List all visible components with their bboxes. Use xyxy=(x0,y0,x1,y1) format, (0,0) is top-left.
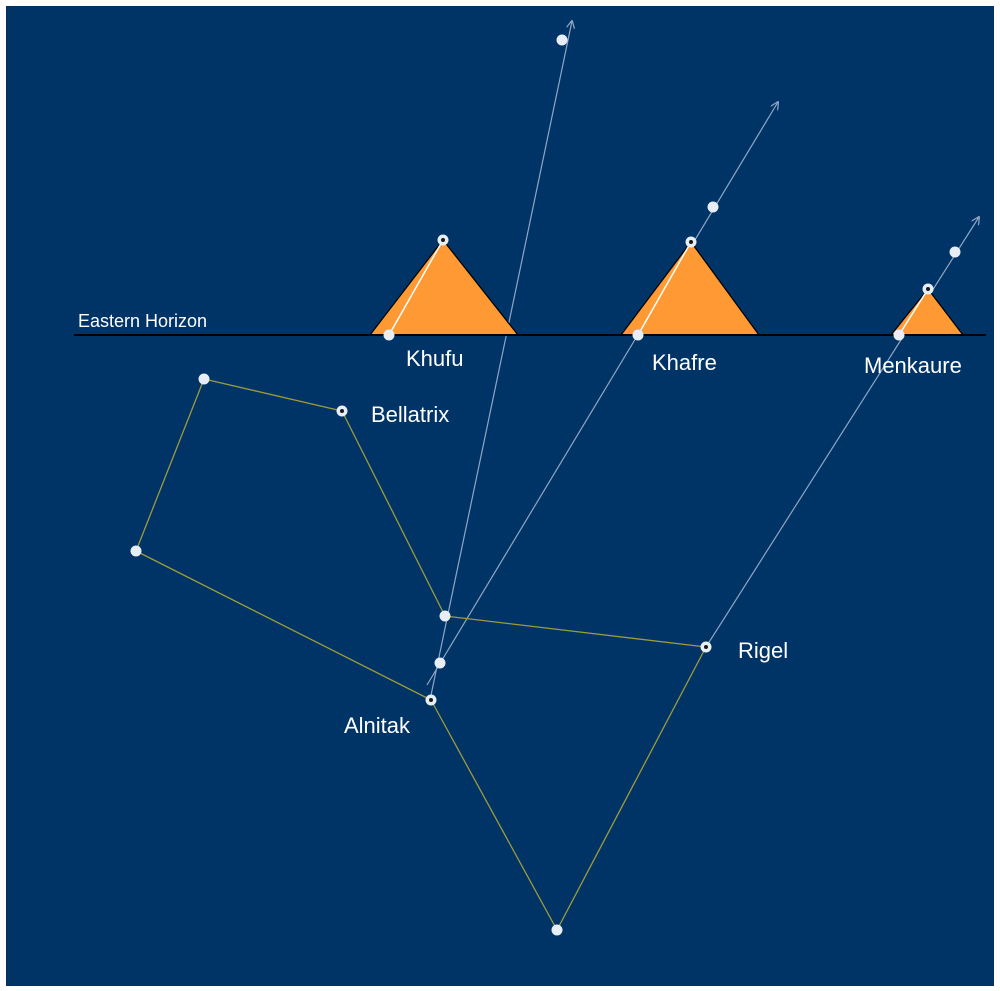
star-bellatrix xyxy=(336,405,348,417)
ringed-star-khufu-apex xyxy=(437,234,449,246)
star xyxy=(632,329,644,341)
star xyxy=(383,329,395,341)
ringed-star-khafre-apex xyxy=(685,236,697,248)
diagram-svg: Eastern Horizon Khufu Khafre Menkaure Be… xyxy=(6,6,994,986)
star xyxy=(439,610,451,622)
orion-constellation xyxy=(135,378,707,931)
star xyxy=(707,201,719,213)
constellation-line xyxy=(444,615,707,648)
pyramid-label-menkaure: Menkaure xyxy=(864,353,962,378)
sight-segment-menkaure xyxy=(898,288,929,336)
pyramid-label-khafre: Khafre xyxy=(652,350,717,375)
sight-line-rigel-menkaure xyxy=(705,217,979,648)
constellation-line xyxy=(135,550,432,701)
horizon-label: Eastern Horizon xyxy=(78,311,207,331)
star-label-rigel: Rigel xyxy=(738,638,788,663)
star xyxy=(949,246,961,258)
constellation-line xyxy=(135,378,205,552)
constellation-line xyxy=(430,699,558,931)
sight-line-alnitak-khufu xyxy=(429,21,572,701)
constellation-line xyxy=(556,646,707,931)
diagram-canvas: Eastern Horizon Khufu Khafre Menkaure Be… xyxy=(6,6,994,986)
star xyxy=(551,924,563,936)
constellation-line xyxy=(203,378,343,412)
pyramid-label-khufu: Khufu xyxy=(406,346,464,371)
sky-background xyxy=(6,6,994,986)
sight-line-mintaka-khafre xyxy=(426,102,778,686)
star xyxy=(130,545,142,557)
star-rigel xyxy=(700,641,712,653)
star xyxy=(556,34,568,46)
ringed-star-menkaure-apex xyxy=(922,283,934,295)
star-label-bellatrix: Bellatrix xyxy=(371,402,449,427)
star-alnitak xyxy=(425,694,437,706)
sight-segment-khufu xyxy=(388,239,444,336)
sight-segment-khafre xyxy=(637,241,692,336)
star xyxy=(893,329,905,341)
star-label-alnitak: Alnitak xyxy=(344,713,411,738)
constellation-line xyxy=(341,410,446,617)
star xyxy=(434,657,446,669)
star xyxy=(198,373,210,385)
